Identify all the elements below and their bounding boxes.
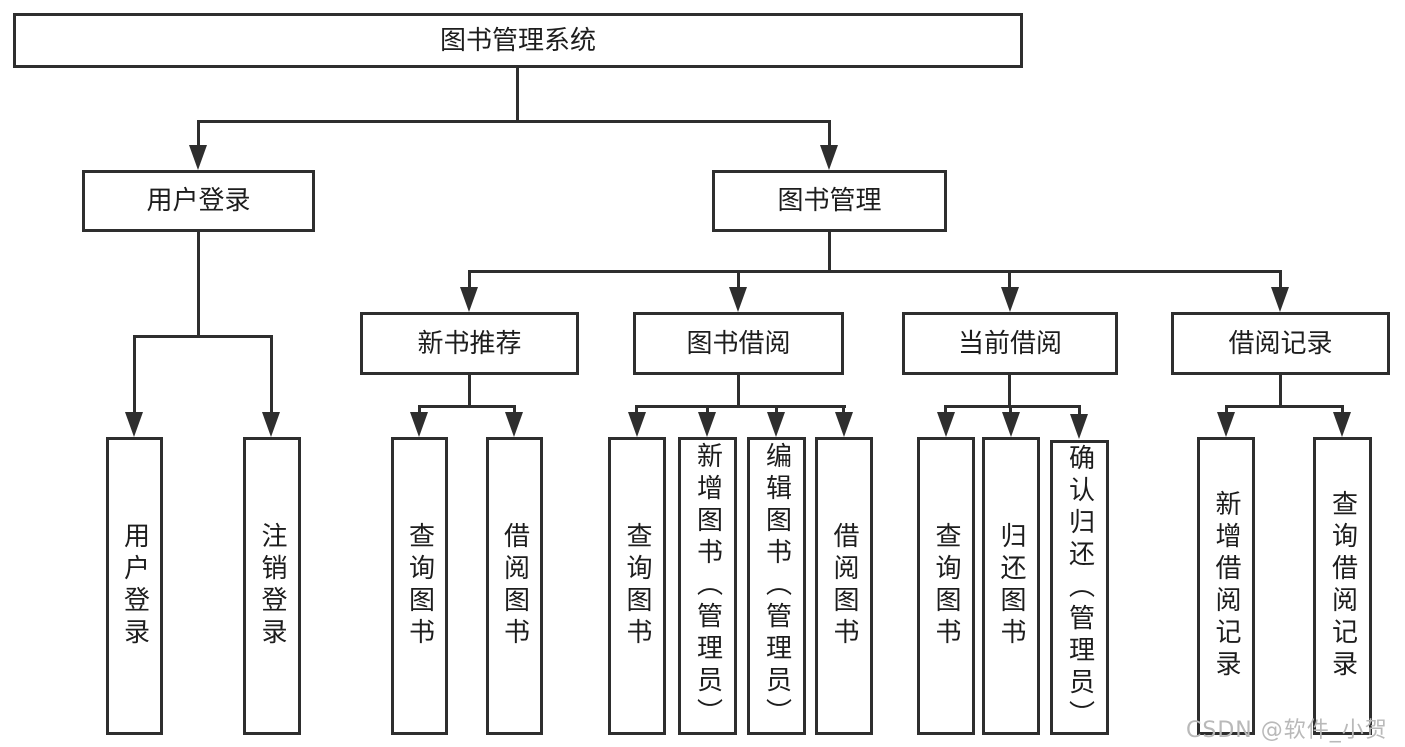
- connector-line: [133, 335, 136, 413]
- node-book-management: 图书管理: [712, 170, 947, 232]
- connector-line: [635, 405, 846, 408]
- csdn-watermark: CSDN @软件_小贺同学: [1186, 718, 1388, 743]
- down-arrowhead-icon: [698, 412, 716, 437]
- down-arrowhead-icon: [410, 412, 428, 437]
- connector-line: [1279, 270, 1282, 292]
- connector-line: [468, 375, 471, 405]
- down-arrowhead-icon: [937, 412, 955, 437]
- down-arrowhead-icon: [729, 287, 747, 312]
- leaf-borrow-query-books: 查询图书: [608, 437, 666, 735]
- connector-line: [1009, 405, 1012, 415]
- down-arrowhead-icon: [835, 412, 853, 437]
- down-arrowhead-icon: [820, 145, 838, 170]
- down-arrowhead-icon: [767, 412, 785, 437]
- connector-line: [468, 270, 1282, 273]
- down-arrowhead-icon: [1271, 287, 1289, 312]
- connector-line: [842, 405, 845, 415]
- leaf-borrow-add-books-admin: 新增图书（管理员）: [678, 437, 737, 735]
- leaf-newbook-borrow-books: 借阅图书: [486, 437, 543, 735]
- connector-line: [775, 405, 778, 415]
- connector-line: [1279, 375, 1282, 405]
- leaf-borrow-edit-books-admin: 编辑图书（管理员）: [747, 437, 806, 735]
- connector-line: [1225, 405, 1344, 408]
- connector-line: [737, 375, 740, 405]
- connector-line: [513, 405, 516, 415]
- connector-line: [270, 335, 273, 413]
- connector-line: [197, 120, 200, 148]
- down-arrowhead-icon: [505, 412, 523, 437]
- down-arrowhead-icon: [1002, 412, 1020, 437]
- leaf-newbook-query-books: 查询图书: [391, 437, 448, 735]
- connector-line: [828, 232, 831, 270]
- down-arrowhead-icon: [460, 287, 478, 312]
- down-arrowhead-icon: [189, 145, 207, 170]
- connector-line: [1341, 405, 1344, 415]
- down-arrowhead-icon: [628, 412, 646, 437]
- leaf-current-query-books: 查询图书: [917, 437, 975, 735]
- connector-line: [418, 405, 421, 415]
- connector-line: [944, 405, 947, 415]
- leaf-current-return-books: 归还图书: [982, 437, 1040, 735]
- leaf-current-confirm-return-admin: 确认归还（管理员）: [1050, 440, 1109, 735]
- node-book-borrow: 图书借阅: [633, 312, 844, 375]
- leaf-logout: 注销登录: [243, 437, 301, 735]
- connector-line: [706, 405, 709, 415]
- leaf-records-add-record: 新增借阅记录: [1197, 437, 1255, 735]
- connector-line: [635, 405, 638, 415]
- connector-line: [468, 270, 471, 292]
- connector-line: [516, 68, 519, 120]
- connector-line: [197, 120, 831, 123]
- down-arrowhead-icon: [125, 412, 143, 437]
- down-arrowhead-icon: [262, 412, 280, 437]
- down-arrowhead-icon: [1070, 414, 1088, 439]
- connector-line: [1078, 405, 1081, 415]
- node-new-book-recommend: 新书推荐: [360, 312, 579, 375]
- connector-line: [737, 270, 740, 292]
- connector-line: [133, 335, 273, 338]
- leaf-records-query-record: 查询借阅记录: [1313, 437, 1372, 735]
- down-arrowhead-icon: [1001, 287, 1019, 312]
- leaf-user-login: 用户登录: [106, 437, 163, 735]
- connector-line: [1008, 375, 1011, 405]
- connector-line: [944, 405, 1081, 408]
- down-arrowhead-icon: [1333, 412, 1351, 437]
- down-arrowhead-icon: [1217, 412, 1235, 437]
- connector-line: [828, 120, 831, 148]
- node-borrow-records: 借阅记录: [1171, 312, 1390, 375]
- connector-line: [1225, 405, 1228, 415]
- node-current-borrow: 当前借阅: [902, 312, 1118, 375]
- leaf-borrow-borrow-books: 借阅图书: [815, 437, 873, 735]
- node-library-system: 图书管理系统: [13, 13, 1023, 68]
- connector-line: [418, 405, 516, 408]
- node-user-login: 用户登录: [82, 170, 315, 232]
- connector-line: [1008, 270, 1011, 292]
- connector-line: [197, 232, 200, 335]
